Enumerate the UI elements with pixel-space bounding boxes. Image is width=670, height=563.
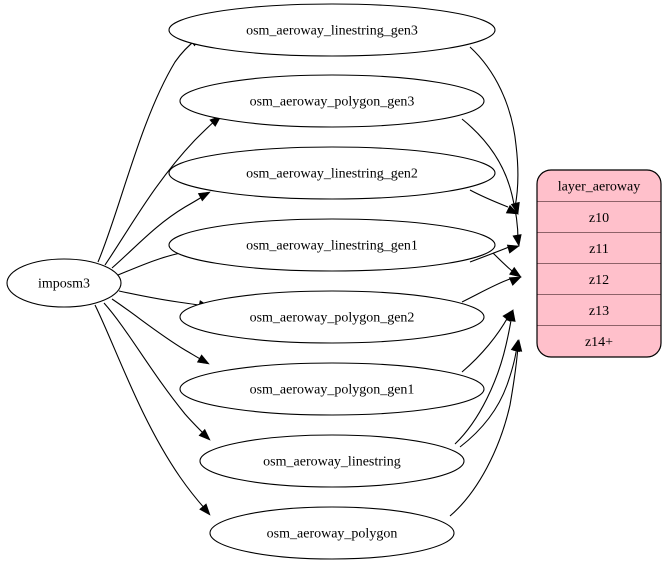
edge-imposm3-to-osm_aeroway_polygon [94,304,211,516]
node-osm_aeroway_linestring_gen2[interactable]: osm_aeroway_linestring_gen2 [168,146,496,200]
record-outline [536,169,662,358]
edge-line [94,304,207,511]
node-label: osm_aeroway_linestring_gen2 [246,167,418,182]
row-background [537,233,661,264]
node-label: osm_aeroway_polygon [267,527,398,542]
node-imposm3[interactable]: imposm3 [6,258,122,308]
node-shape [209,506,455,560]
node-osm_aeroway_polygon_gen2[interactable]: osm_aeroway_polygon_gen2 [179,290,485,344]
arrowhead-icon [198,428,211,441]
arrowhead-icon [509,266,522,278]
arrowhead-icon [506,309,516,322]
edge-osm_aeroway_linestring_gen1-to-layer_aeroway:z11 [469,244,520,263]
node-label: osm_aeroway_linestring_gen3 [246,24,418,39]
node-shape [168,146,496,200]
node-label: osm_aeroway_linestring [263,455,401,470]
arrowhead-icon [505,204,519,215]
edge-osm_aeroway_linestring_gen3-to-layer_aeroway:z10 [469,46,520,215]
record-row-z11[interactable]: z11 [537,233,661,264]
edge-line [97,38,198,263]
record-rows: layer_aeroway z10 z11 z12 z13 z14+ [537,170,661,357]
node-osm_aeroway_linestring_gen1[interactable]: osm_aeroway_linestring_gen1 [168,218,496,272]
node-osm_aeroway_polygon[interactable]: osm_aeroway_polygon [209,506,455,560]
record-row-z14+[interactable]: z14+ [537,326,661,357]
row-label: z12 [589,273,609,288]
edge-osm_aeroway_polygon_gen2-to-layer_aeroway:z12 [461,276,522,303]
record-title: layer_aeroway [558,180,640,195]
edge-line [454,313,513,445]
node-label: imposm3 [38,277,90,292]
arrowhead-icon [512,234,522,247]
node-osm_aeroway_polygon_gen3[interactable]: osm_aeroway_polygon_gen3 [179,74,485,128]
edge-osm_aeroway_polygon_gen3-to-layer_aeroway:z11 [461,118,522,247]
node-osm_aeroway_linestring[interactable]: osm_aeroway_linestring [199,434,465,488]
edge-line [111,194,206,269]
row-label: z10 [589,211,609,226]
edge-line [469,246,510,263]
edge-osm_aeroway_linestring-to-layer_aeroway:z13 [454,309,516,445]
arrowhead-icon [196,354,210,365]
row-background [537,264,661,295]
node-osm_aeroway_polygon_gen1[interactable]: osm_aeroway_polygon_gen1 [179,362,485,416]
edge-line [469,46,519,208]
node-shape [6,258,122,308]
node-osm_aeroway_linestring_gen3[interactable]: osm_aeroway_linestring_gen3 [168,3,496,57]
edge-line [461,118,519,241]
edge-osm_aeroway_linestring_gen2-to-layer_aeroway:z10 [469,189,519,215]
node-shape [199,434,465,488]
node-shape [168,3,496,57]
edge-imposm3-to-osm_aeroway_linestring_gen2 [111,191,211,269]
edge-line [461,278,511,303]
edge-osm_aeroway_linestring_gen1-to-layer_aeroway:z12 [492,252,522,278]
edge-line [461,316,509,373]
edge-osm_aeroway_polygon-to-layer_aeroway:z14 [449,339,523,517]
nodes-layer: imposm3 osm_aeroway_linestring_gen3 osm_ae… [6,3,496,560]
row-background [537,202,661,233]
node-label: osm_aeroway_polygon_gen3 [250,95,415,110]
record-row-z10[interactable]: z10 [537,202,661,233]
node-label: osm_aeroway_linestring_gen1 [246,239,418,254]
node-label: osm_aeroway_polygon_gen1 [250,383,415,398]
edge-line [104,118,218,266]
node-label: osm_aeroway_polygon_gen2 [250,311,415,326]
edge-line [111,298,205,362]
row-background [537,295,661,326]
arrowhead-icon [513,339,523,352]
row-label: z14+ [585,335,613,350]
edge-line [449,345,519,517]
edge-line [469,189,509,208]
record-row-z13[interactable]: z13 [537,295,661,326]
edge-line [459,344,518,448]
row-label: z11 [589,242,609,257]
record-row-z12[interactable]: z12 [537,264,661,295]
node-shape [179,74,485,128]
row-background [537,170,661,202]
arrowhead-icon [508,276,522,286]
record-header-row[interactable]: layer_aeroway [537,170,661,202]
edge-imposm3-to-osm_aeroway_polygon_gen1 [111,298,210,365]
edge-line [118,290,206,307]
arrowhead-icon [197,191,211,202]
arrowhead-icon [199,503,211,516]
edge-imposm3-to-osm_aeroway_linestring [103,302,211,441]
node-shape [168,218,496,272]
row-label: z13 [589,304,609,319]
edge-line [103,302,206,436]
layer-aeroway-record: layer_aeroway z10 z11 z12 z13 z14+ [536,169,662,358]
node-shape [179,362,485,416]
row-background [537,326,661,357]
node-shape [179,290,485,344]
arrowhead-icon [506,244,520,254]
